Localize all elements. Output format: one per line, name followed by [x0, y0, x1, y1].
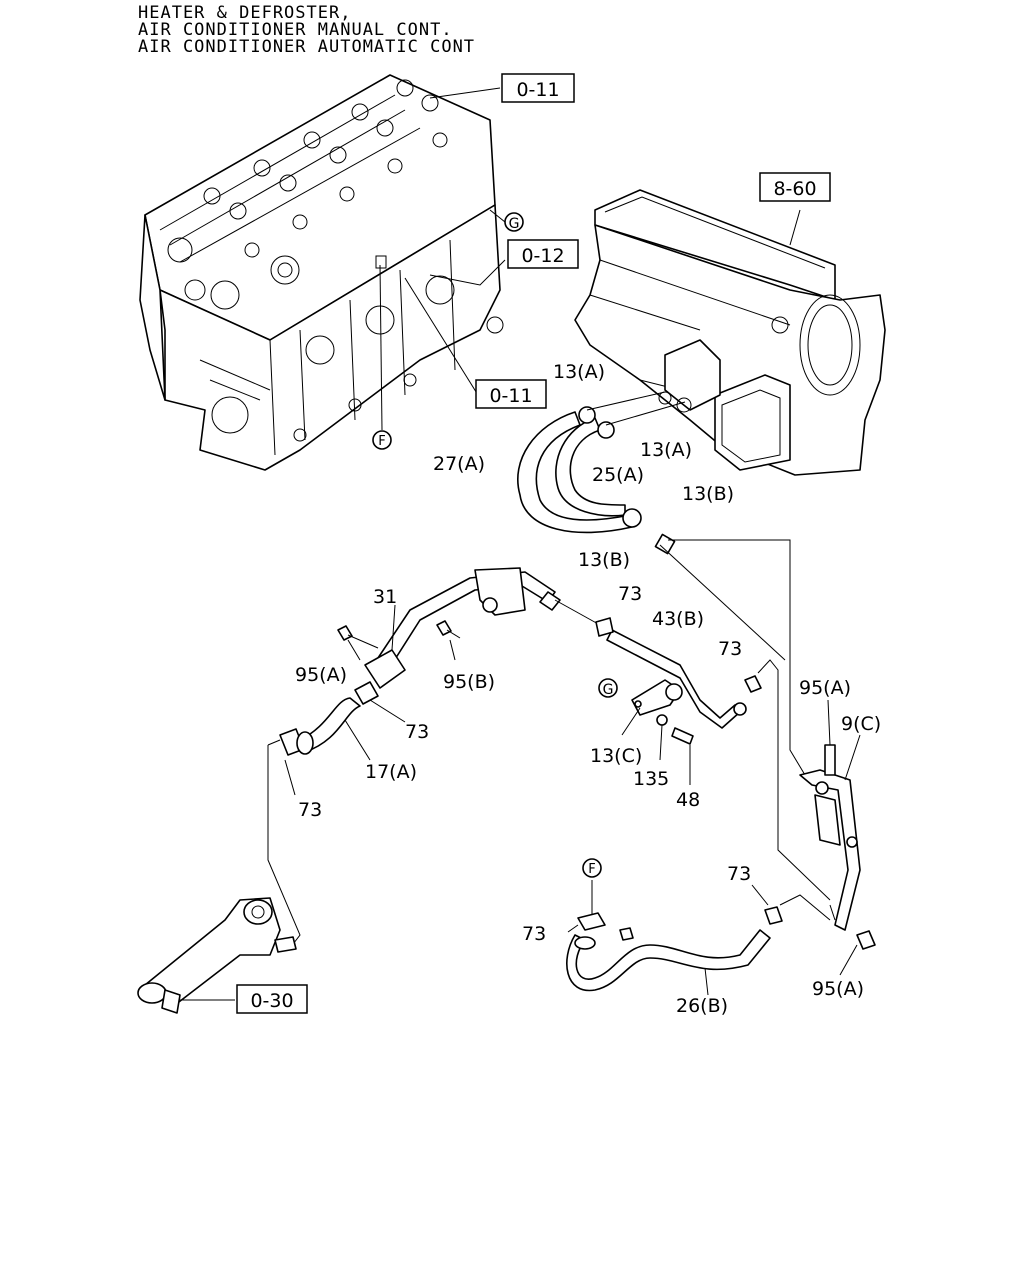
hose-27a-25a	[517, 391, 686, 555]
label-73-a: 73	[618, 583, 642, 605]
marker-g-mid: G	[598, 678, 618, 698]
label-95a-left: 95(A)	[295, 664, 347, 686]
label-135: 135	[633, 768, 669, 790]
ref-heater-unit: 8-60	[773, 178, 816, 200]
marker-f-top: F	[372, 430, 392, 450]
label-13b-lower: 13(B)	[578, 549, 630, 571]
label-73-c: 73	[405, 721, 429, 743]
marker-f-bottom: F	[582, 858, 602, 878]
title-line-2: AIR CONDITIONER MANUAL CONT.	[138, 20, 453, 40]
label-48: 48	[676, 789, 700, 811]
label-73-e: 73	[727, 863, 751, 885]
diagram-title: HEATER & DEFROSTER, AIR CONDITIONER MANU…	[138, 5, 475, 56]
label-17a: 17(A)	[365, 761, 417, 783]
heater-unit-drawing	[574, 189, 886, 476]
label-43b: 43(B)	[652, 608, 704, 630]
label-13a-right: 13(A)	[640, 439, 692, 461]
engine-block-drawing	[139, 74, 506, 471]
svg-text:G: G	[603, 682, 614, 698]
label-13a-top: 13(A)	[553, 361, 605, 383]
label-27a: 27(A)	[433, 453, 485, 475]
label-13c: 13(C)	[590, 745, 642, 767]
ref-engine-lower: 0-11	[489, 385, 532, 407]
svg-text:F: F	[588, 862, 595, 877]
label-95a-right: 95(A)	[799, 677, 851, 699]
label-73-f: 73	[522, 923, 546, 945]
label-25a: 25(A)	[592, 464, 644, 486]
ref-engine-head: 0-11	[516, 79, 559, 101]
label-13b-upper: 13(B)	[682, 483, 734, 505]
svg-text:F: F	[378, 434, 385, 449]
label-26b: 26(B)	[676, 995, 728, 1017]
pipe-31	[364, 567, 601, 689]
pipe-9c	[799, 699, 876, 976]
hose-26b	[566, 880, 831, 996]
label-95a-bottom: 95(A)	[812, 978, 864, 1000]
thermostat-housing-drawing	[137, 897, 297, 1014]
label-31: 31	[373, 586, 397, 608]
bolts-95	[337, 620, 461, 661]
title-line-3: AIR CONDITIONER AUTOMATIC CONT	[138, 37, 476, 57]
ref-engine-block: 0-12	[521, 245, 564, 267]
pipe-43b	[595, 539, 831, 901]
hose-17a	[267, 681, 406, 949]
marker-g-top: G	[504, 212, 524, 232]
label-95b: 95(B)	[443, 671, 495, 693]
bracket-13c	[621, 679, 694, 785]
ref-thermostat: 0-30	[250, 990, 293, 1012]
svg-text:G: G	[509, 216, 520, 232]
label-73-d: 73	[298, 799, 322, 821]
label-73-b: 73	[718, 638, 742, 660]
label-9c: 9(C)	[841, 713, 881, 735]
title-line-1: HEATER & DEFROSTER,	[138, 3, 352, 23]
